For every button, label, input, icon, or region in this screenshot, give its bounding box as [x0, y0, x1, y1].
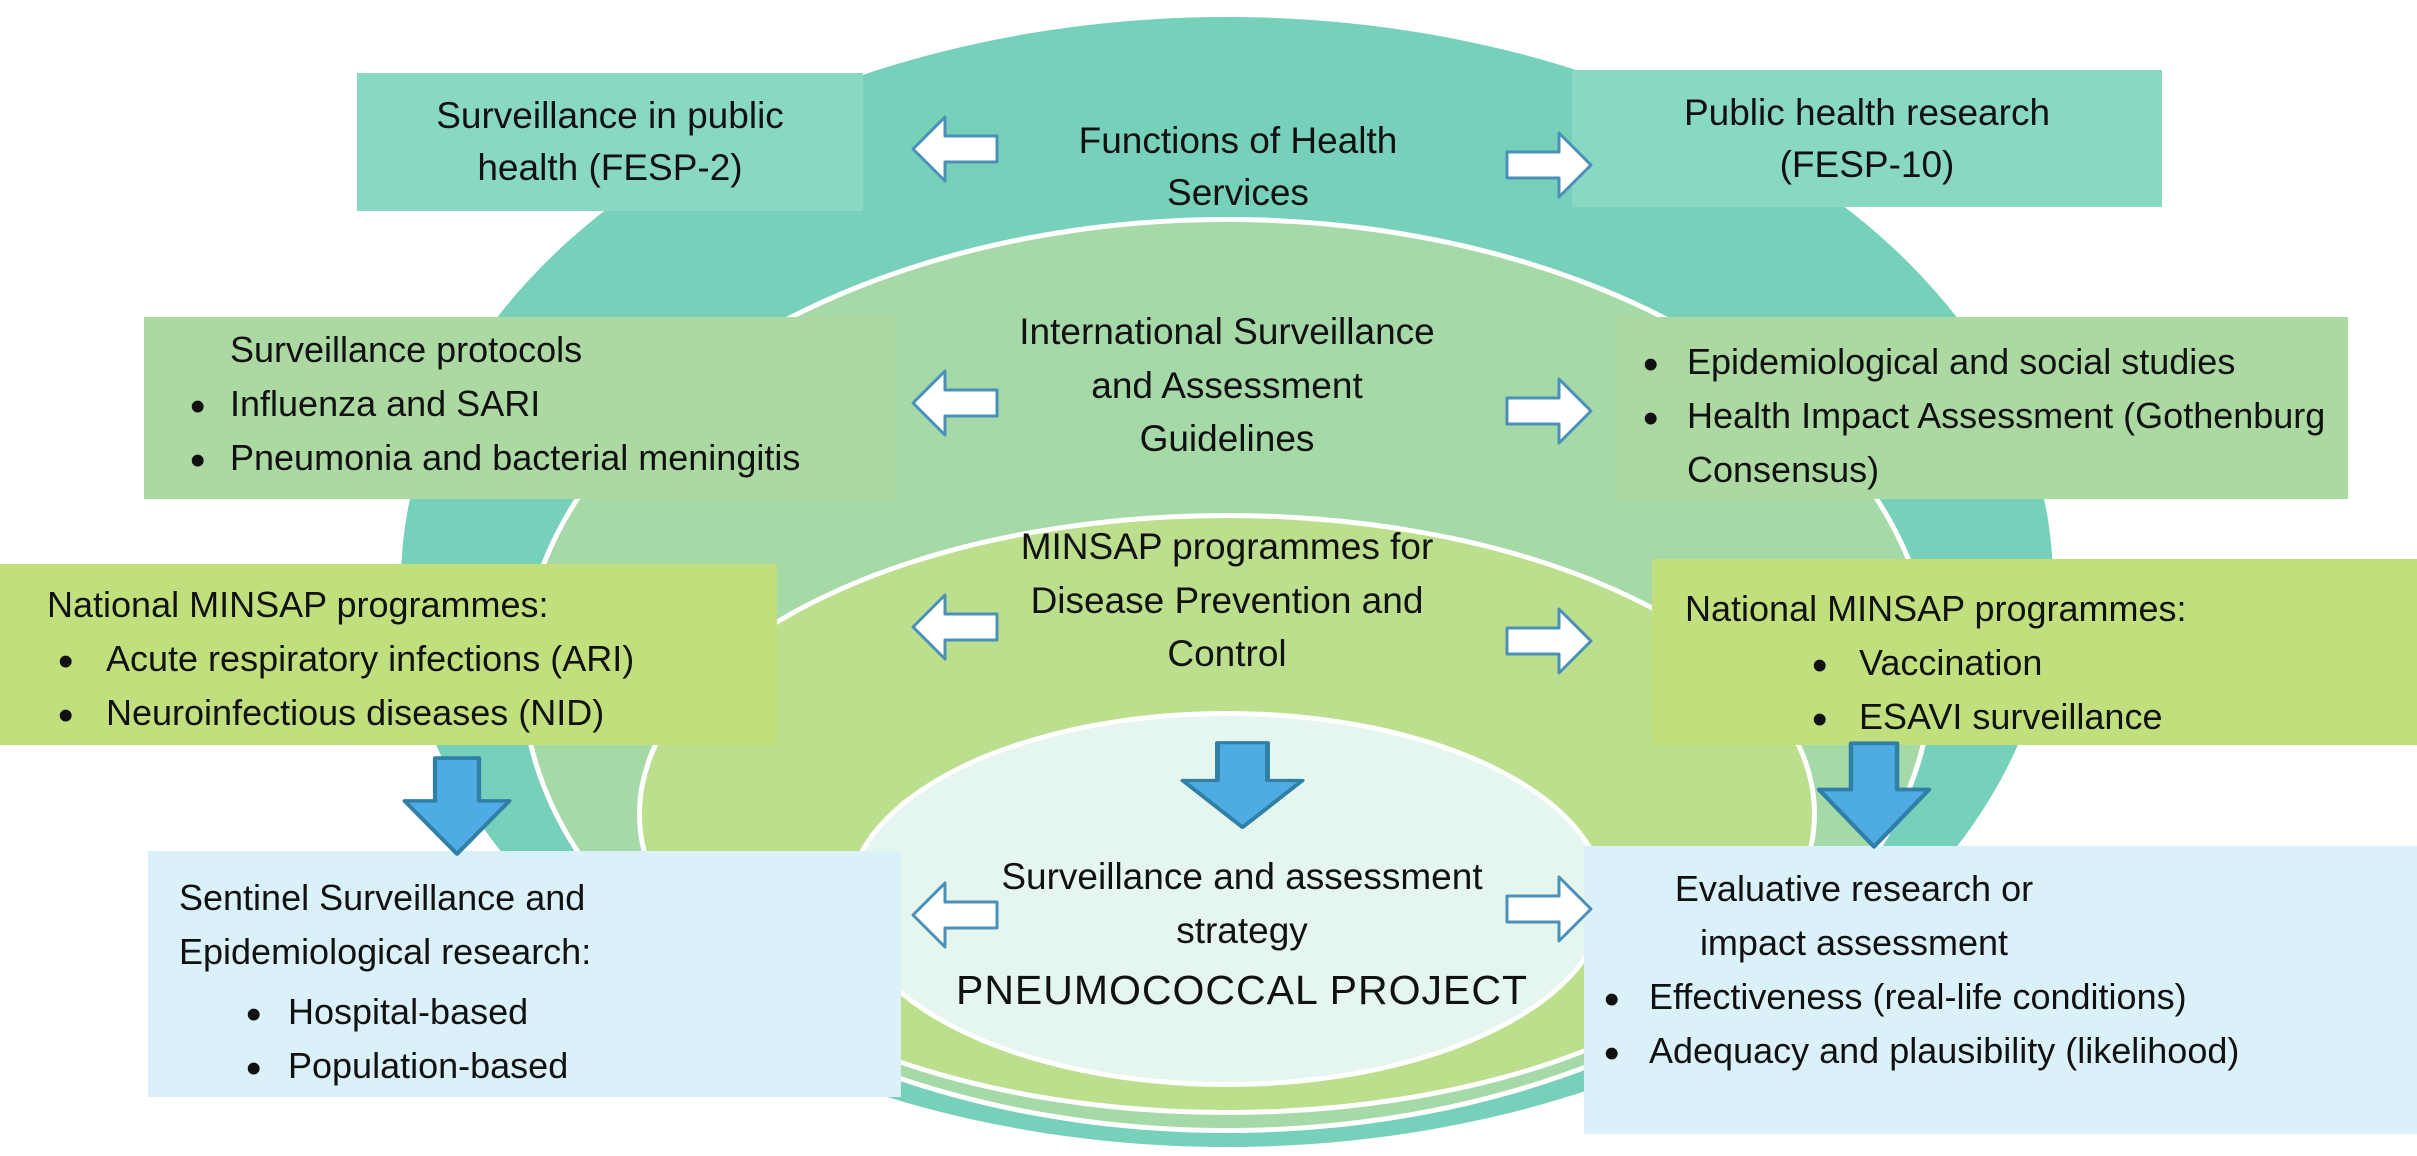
project-title: PNEUMOCOCCAL PROJECT: [955, 967, 1529, 1014]
bullet-list: Hospital-based Population-based: [148, 982, 901, 1102]
box-heading: National MINSAP programmes:: [1685, 588, 2187, 629]
label-pneumococcal-project: Surveillance and assessment strategy PNE…: [902, 850, 1582, 1021]
box-heading: Epidemiological research:: [179, 931, 592, 972]
box-heading: Sentinel Surveillance and: [179, 877, 586, 918]
text-line: Services: [1167, 171, 1309, 213]
text-line: International Surveillance: [1019, 311, 1435, 352]
bullet-item: Epidemiological and social studies: [1615, 332, 2327, 398]
text-line: Guidelines: [1139, 418, 1315, 460]
bullet-item: Neuroinfectious diseases (NID): [0, 683, 777, 749]
text-line: Public health research: [1683, 91, 2051, 133]
text-line: Surveillance and assessment: [1001, 856, 1483, 897]
bullet-item: Adequacy and plausibility (likelihood): [1584, 1021, 2294, 1087]
box-heading: National MINSAP programmes:: [47, 584, 549, 625]
box-surveillance-public-health-fesp2: Surveillance in public health (FESP-2): [357, 73, 863, 211]
text-line: Surveillance in public: [436, 95, 784, 137]
text-line: (FESP-10): [1779, 143, 1955, 185]
level2-arrow-left-icon: [911, 369, 999, 437]
box-heading: impact assessment: [1699, 922, 2009, 963]
text-line: and Assessment: [1091, 364, 1363, 406]
box-heading: Surveillance protocols: [230, 329, 583, 370]
level3-arrow-left-icon: [911, 593, 999, 661]
down-arrow-left-icon: [402, 756, 512, 856]
box-public-health-research-fesp10: Public health research (FESP-10): [1572, 70, 2162, 207]
box-epidemiological-studies: Epidemiological and social studies Healt…: [1615, 317, 2348, 499]
text-line: Control: [1167, 633, 1287, 675]
label-international-surveillance-guidelines: International Surveillance and Assessmen…: [942, 305, 1512, 466]
text-line: Functions of Health: [1078, 120, 1398, 161]
text-line: MINSAP programmes for: [1020, 526, 1434, 567]
bullet-item: Acute respiratory infections (ARI): [0, 629, 777, 695]
text-line: Disease Prevention and: [1030, 579, 1424, 621]
level4-arrow-right-icon: [1505, 875, 1593, 943]
down-arrow-right-icon: [1816, 741, 1932, 849]
down-arrow-center-icon: [1180, 741, 1305, 829]
box-national-programmes-right: National MINSAP programmes: Vaccination …: [1652, 559, 2417, 753]
box-heading-group: Evaluative research or impact assessment: [1624, 862, 2084, 970]
bullet-item: Hospital-based: [148, 982, 901, 1048]
box-evaluative-research: Evaluative research or impact assessment…: [1584, 846, 2417, 1134]
box-surveillance-protocols: Surveillance protocols Influenza and SAR…: [144, 317, 896, 499]
box-heading: Evaluative research or: [1674, 868, 2034, 909]
level2-arrow-right-icon: [1505, 377, 1593, 445]
box-text: Public health research (FESP-10): [1684, 87, 2050, 191]
bullet-item: Effectiveness (real-life conditions): [1584, 967, 2294, 1033]
bullet-item: Pneumonia and bacterial meningitis: [144, 428, 896, 494]
label-minsap-programmes: MINSAP programmes for Disease Prevention…: [942, 520, 1512, 681]
text-line: health (FESP-2): [477, 147, 743, 188]
bullet-item: Population-based: [148, 1036, 901, 1102]
box-text: Surveillance in public health (FESP-2): [436, 90, 784, 194]
bullet-item: Health Impact Assessment (Gothenburg Con…: [1615, 386, 2327, 497]
text-line: strategy: [1176, 909, 1308, 951]
level4-arrow-left-icon: [911, 881, 999, 949]
box-national-programmes-left: National MINSAP programmes: Acute respir…: [0, 564, 777, 749]
level1-arrow-right-icon: [1505, 131, 1593, 199]
bullet-item: Influenza and SARI: [144, 374, 896, 440]
level1-arrow-left-icon: [911, 115, 999, 183]
box-sentinel-surveillance: Sentinel Surveillance and Epidemiologica…: [148, 851, 901, 1102]
label-functions-of-health-services: Functions of Health Services: [988, 115, 1488, 219]
level3-arrow-right-icon: [1505, 607, 1593, 675]
bullet-item: ESAVI surveillance: [1652, 687, 2417, 753]
bullet-item: Vaccination: [1652, 633, 2417, 699]
